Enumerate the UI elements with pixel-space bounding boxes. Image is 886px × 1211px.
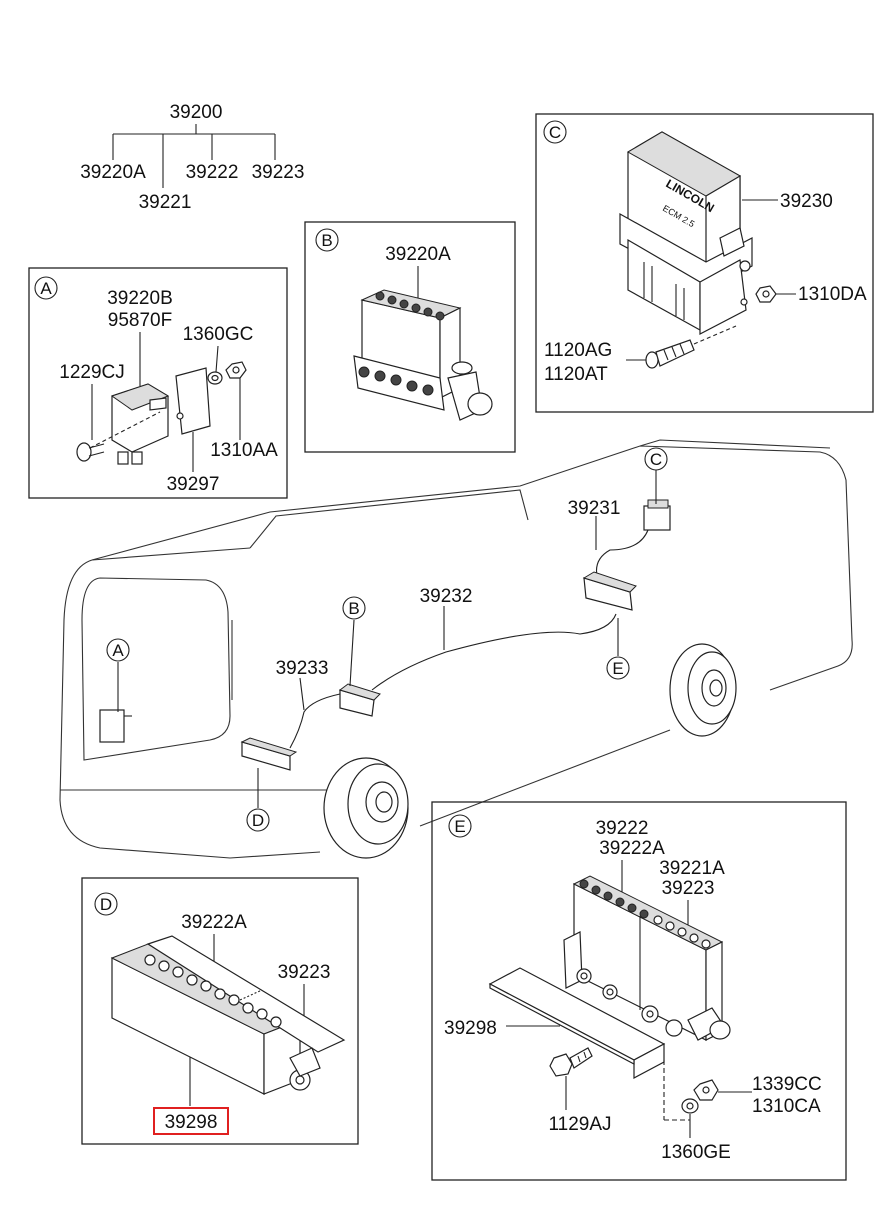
part-label-39220b[interactable]: 39220B — [107, 288, 173, 309]
part-label-39221a-box-e[interactable]: 39221A — [659, 858, 725, 879]
part-label-39230[interactable]: 39230 — [780, 191, 833, 212]
part-label-1339cc[interactable]: 1339CC — [752, 1074, 822, 1095]
tree-child-39222[interactable]: 39222 — [186, 162, 239, 183]
junction-block-b-drawing — [353, 289, 493, 421]
relay-in-vehicle — [99, 709, 125, 743]
control-module-drawing: LINCOLN ECM 2.5 — [619, 131, 753, 335]
relay-module-drawing — [76, 383, 170, 465]
detail-box-b: B 39220A — [304, 221, 516, 453]
module-c-in-vehicle — [643, 505, 671, 531]
part-label-39223-box-d[interactable]: 39223 — [278, 962, 331, 983]
tree-child-39220a[interactable]: 39220A — [80, 162, 146, 183]
part-label-39222a-box-e[interactable]: 39222A — [599, 838, 665, 859]
callout-a-vehicle[interactable]: A — [112, 641, 124, 660]
part-label-1360gc[interactable]: 1360GC — [183, 324, 254, 345]
part-label-1310ca[interactable]: 1310CA — [752, 1096, 821, 1117]
part-label-1360ge[interactable]: 1360GE — [661, 1142, 731, 1163]
callout-d-vehicle[interactable]: D — [252, 811, 264, 830]
part-label-39298-box-e[interactable]: 39298 — [444, 1018, 497, 1039]
vehicle-outline — [59, 439, 853, 859]
junction-block-d-drawing — [110, 935, 346, 1095]
highlight-box-39298 — [153, 1107, 229, 1135]
callout-b-box: B — [321, 231, 332, 250]
part-label-39298-highlighted[interactable]: 39298 — [165, 1112, 218, 1133]
part-label-95870f[interactable]: 95870F — [108, 310, 172, 331]
detail-box-d: D 39222A 39223 39298 — [81, 877, 359, 1145]
part-label-1120at[interactable]: 1120AT — [544, 364, 608, 385]
callout-c-box: C — [549, 123, 561, 142]
part-label-39222a-box-d[interactable]: 39222A — [181, 912, 247, 933]
detail-box-a: A 39220B 95870F 1360GC 1229CJ 1310AA 392… — [28, 267, 288, 499]
part-label-39222-box-e[interactable]: 39222 — [596, 818, 649, 839]
part-label-39220a-box-b[interactable]: 39220A — [385, 244, 451, 265]
part-label-1310da[interactable]: 1310DA — [798, 284, 867, 305]
part-label-1129aj[interactable]: 1129AJ — [548, 1114, 611, 1135]
part-label-1229cj[interactable]: 1229CJ — [59, 362, 125, 383]
callout-d-box: D — [100, 895, 112, 914]
top-part-tree: 39200 39220A 39222 39223 39221 — [80, 102, 304, 213]
callout-c-vehicle[interactable]: C — [650, 450, 662, 469]
part-label-39297[interactable]: 39297 — [167, 474, 220, 495]
part-label-39231[interactable]: 39231 — [568, 498, 621, 519]
rear-wheel — [669, 643, 737, 737]
part-label-39223-box-e[interactable]: 39223 — [662, 878, 715, 899]
bolt-c-drawing — [645, 325, 737, 369]
detail-box-e: E 39222 39222A 39221A 39223 — [431, 801, 847, 1181]
bracket-plate-drawing — [175, 367, 211, 435]
callout-a-box: A — [40, 279, 52, 298]
part-label-1310aa[interactable]: 1310AA — [210, 440, 278, 461]
tree-child-39221[interactable]: 39221 — [139, 192, 192, 213]
front-wheel — [323, 757, 409, 859]
part-label-39233[interactable]: 39233 — [276, 658, 329, 679]
callout-e-vehicle[interactable]: E — [612, 659, 623, 678]
bracket-e-drawing — [488, 967, 666, 1079]
callout-b-vehicle[interactable]: B — [348, 599, 359, 618]
callout-e-box: E — [454, 817, 465, 836]
tree-child-39223[interactable]: 39223 — [252, 162, 305, 183]
detail-box-c: C LINCOLN ECM 2.5 — [535, 113, 874, 413]
bolt-e-drawing — [549, 1047, 593, 1077]
vehicle-callouts: A B C D E 39231 39232 39233 — [106, 447, 668, 832]
tree-root-label[interactable]: 39200 — [170, 102, 223, 123]
vehicle-harness — [99, 470, 671, 808]
plate-hole — [176, 412, 184, 420]
junction-block-e-drawing — [563, 875, 731, 1041]
part-label-1120ag[interactable]: 1120AG — [544, 340, 612, 361]
part-label-39232[interactable]: 39232 — [420, 586, 473, 607]
